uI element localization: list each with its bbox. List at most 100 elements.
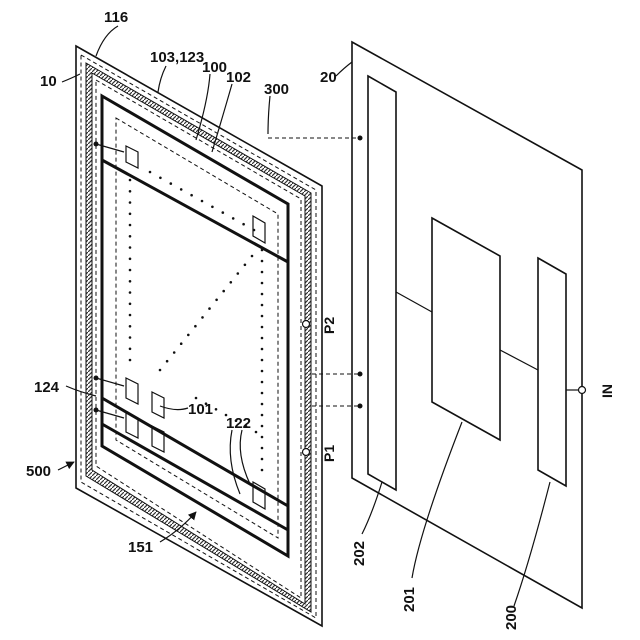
pads [126,146,265,509]
signal-dot [358,404,363,409]
grid-dot [230,281,233,284]
lead-line [96,144,124,152]
grid-dot [208,307,211,310]
block-201 [432,218,500,440]
pad [126,146,138,168]
label-122: 122 [226,415,251,432]
grid-dot [261,304,264,307]
bottom-band-line-2 [102,424,288,530]
label-200: 200 [503,605,520,630]
label-p1: P1 [321,445,337,462]
grid-dot [261,359,264,362]
leader-122-a [230,430,240,494]
grid-dot [159,369,162,372]
label-p2: P2 [321,317,337,334]
grid-dot [261,271,264,274]
label-300: 300 [264,81,289,98]
grid-dot [129,336,132,339]
grid-dot [261,414,264,417]
grid-dot [261,249,264,252]
leader-201 [412,422,462,578]
grid-dot [170,182,173,185]
grid-dot [195,397,198,400]
grid-dot [251,255,254,258]
grid-dot [261,293,264,296]
grid-dot [261,403,264,406]
label-20: 20 [320,69,337,86]
grid-dot [129,224,132,227]
hatched-seal-ring-103-123 [86,63,311,612]
signal-lines [268,136,363,456]
label-201: 201 [401,587,418,612]
circuit-board-20 [352,42,586,608]
leader-103-123 [158,66,166,92]
grid-dot [129,258,132,261]
grid-dot [255,431,258,434]
grid-dot [261,436,264,439]
grid-dot [194,325,197,328]
label-116: 116 [104,9,128,26]
grid-dot [261,370,264,373]
grid-dot [244,264,247,267]
grid-dot [232,217,235,220]
grid-dot [129,348,132,351]
grid-dot [261,458,264,461]
grid-dot [166,360,169,363]
grid-dot [211,206,214,209]
grid-dot [180,188,183,191]
label-202: 202 [351,541,368,566]
grid-dot [129,235,132,238]
label-124: 124 [34,379,60,396]
grid-dot [173,351,176,354]
grid-dot [129,359,132,362]
pad [152,392,164,418]
grid-dot [222,290,225,293]
grid-dot [129,314,132,317]
block-200 [538,258,566,486]
grid-dot [180,342,183,345]
label-10: 10 [40,73,57,90]
leader-300 [268,96,270,134]
connector-201-200 [500,350,538,370]
grid-dot [129,190,132,193]
grid-dot [261,260,264,263]
label-in: IN [599,384,615,398]
label-102: 102 [226,69,251,86]
grid-dot [159,177,162,180]
grid-dot [261,447,264,450]
grid-dot [261,425,264,428]
grid-dot [261,381,264,384]
arrow-500 [58,462,74,470]
grid-dot [261,315,264,318]
grid-dot [261,392,264,395]
grid-dot [129,325,132,328]
leader-122-b [240,430,250,484]
terminal-p1 [303,449,310,456]
label-103-123: 103,123 [150,49,204,66]
grid-dot [261,469,264,472]
board-outline [352,42,582,608]
grid-dot [187,334,190,337]
grid-dot [129,201,132,204]
grid-dot [129,280,132,283]
grid-dot [129,269,132,272]
label-151: 151 [128,539,153,556]
grid-dot [261,337,264,340]
signal-dot [358,372,363,377]
connector-202-201 [396,292,432,312]
grid-dot [129,179,132,182]
grid-dot [190,194,193,197]
grid-dot [237,272,240,275]
signal-dot [358,136,363,141]
lead-line [96,378,124,386]
block-202 [368,76,396,490]
label-500: 500 [26,463,51,480]
grid-dot [253,229,256,232]
label-100: 100 [202,59,227,76]
grid-dot [242,223,245,226]
grid-dot [129,291,132,294]
grid-dot [129,213,132,216]
grid-dot [215,299,218,302]
grid-dot [261,348,264,351]
